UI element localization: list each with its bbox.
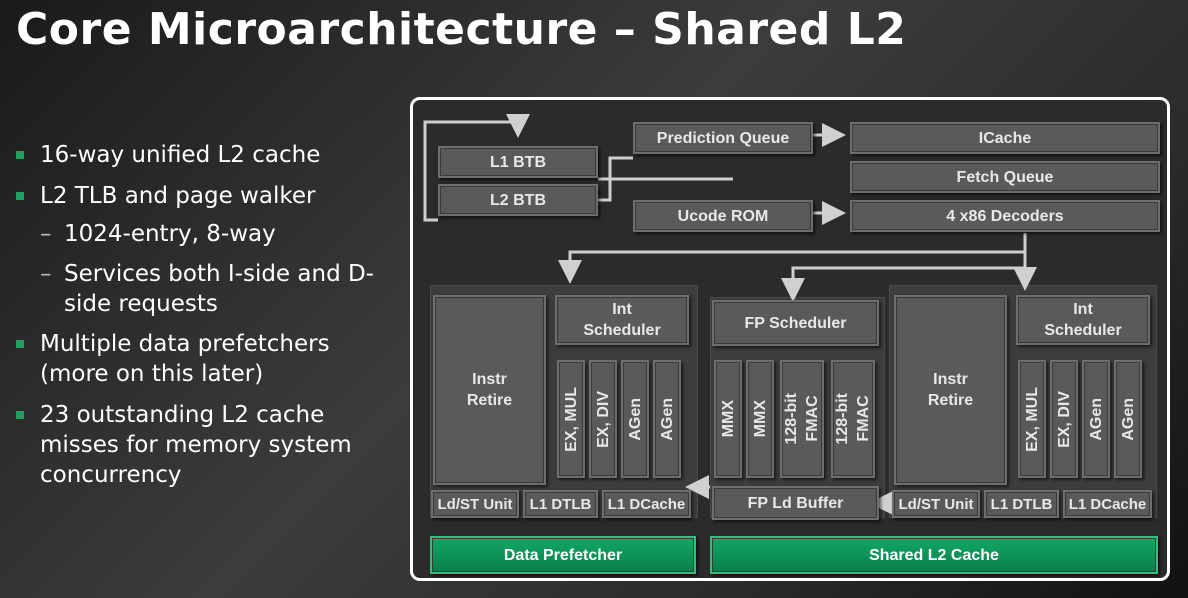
agen-unit: AGen (1082, 360, 1110, 478)
ex-mul-unit: EX, MUL (557, 360, 585, 478)
data-prefetcher-label: Data Prefetcher (503, 546, 623, 564)
ldst-unit-label: Ld/ST Unit (898, 495, 974, 513)
decoders-label: 4 x86 Decoders (946, 207, 1064, 225)
l1-dtlb-block: L1 DTLB (523, 490, 598, 518)
bullet-item: 16-way unified L2 cache (16, 140, 396, 170)
instr-retire-label: Instr Retire (927, 371, 974, 409)
ex-mul-unit: EX, MUL (1018, 360, 1046, 478)
bullet-text: 23 outstanding L2 cache misses for memor… (40, 402, 352, 488)
ex-div-unit: EX, DIV (589, 360, 617, 478)
icache-block: ICache (850, 122, 1160, 154)
bullet-marker (16, 411, 24, 419)
unit-label: 128-bit FMAC (783, 393, 821, 445)
ldst-unit-block: Ld/ST Unit (892, 490, 980, 518)
unit-label: EX, MUL (1023, 386, 1041, 452)
agen-unit: AGen (653, 360, 681, 478)
int-scheduler-label: Int Scheduler (1044, 301, 1122, 339)
l2-btb-label: L2 BTB (490, 191, 546, 209)
unit-label: EX, DIV (1055, 390, 1073, 448)
l1-btb-label: L1 BTB (490, 153, 546, 171)
unit-label: AGen (658, 397, 676, 441)
data-prefetcher-bar: Data Prefetcher (430, 536, 696, 574)
sub-bullet-text: Services both I-side and D-side requests (64, 261, 374, 317)
microarchitecture-diagram: L1 BTB L2 BTB Prediction Queue Ucode ROM… (410, 97, 1170, 581)
unit-label: EX, DIV (594, 390, 612, 448)
bullet-item: 23 outstanding L2 cache misses for memor… (16, 400, 396, 490)
sub-bullet-item: –1024-entry, 8-way (16, 219, 396, 249)
fmac-unit: 128-bit FMAC (780, 360, 824, 478)
unit-label: EX, MUL (562, 386, 580, 452)
shared-l2-cache-bar: Shared L2 Cache (710, 536, 1158, 574)
slide-title: Core Microarchitecture – Shared L2 (16, 4, 907, 55)
sub-bullet-text: 1024-entry, 8-way (64, 221, 276, 247)
prediction-queue-block: Prediction Queue (633, 122, 813, 154)
l2-btb-block: L2 BTB (438, 184, 598, 216)
fmac-unit: 128-bit FMAC (831, 360, 875, 478)
ex-div-unit: EX, DIV (1050, 360, 1078, 478)
bullet-list: 16-way unified L2 cache L2 TLB and page … (16, 140, 396, 501)
unit-label: 128-bit FMAC (834, 393, 872, 445)
agen-unit: AGen (621, 360, 649, 478)
ldst-unit-label: Ld/ST Unit (437, 495, 513, 513)
l1-dtlb-label: L1 DTLB (529, 495, 592, 513)
int-scheduler-block: Int Scheduler (555, 295, 689, 345)
decoders-block: 4 x86 Decoders (850, 200, 1160, 232)
fp-scheduler-block: FP Scheduler (712, 300, 879, 346)
unit-label: MMX (719, 400, 737, 438)
l1-dtlb-label: L1 DTLB (990, 495, 1053, 513)
bullet-text: Multiple data prefetchers (more on this … (40, 331, 330, 387)
fetch-queue-block: Fetch Queue (850, 161, 1160, 193)
instr-retire-block: Instr Retire (433, 295, 546, 485)
ucode-rom-block: Ucode ROM (633, 200, 813, 232)
prediction-queue-label: Prediction Queue (656, 129, 790, 147)
unit-label: AGen (1087, 397, 1105, 441)
bullet-marker (16, 192, 24, 200)
l1-dcache-label: L1 DCache (1068, 495, 1147, 513)
bullet-text: 16-way unified L2 cache (40, 142, 321, 168)
bullet-marker (16, 340, 24, 348)
fp-scheduler-label: FP Scheduler (744, 314, 847, 332)
mmx-unit: MMX (714, 360, 742, 478)
bullet-item: Multiple data prefetchers (more on this … (16, 329, 396, 389)
fp-ld-buffer-label: FP Ld Buffer (747, 494, 844, 512)
bullet-marker (16, 151, 24, 159)
bullet-item: L2 TLB and page walker (16, 181, 396, 211)
fetch-queue-label: Fetch Queue (956, 168, 1054, 186)
l1-dcache-label: L1 DCache (607, 495, 686, 513)
int-scheduler-block: Int Scheduler (1016, 295, 1150, 345)
l1-dtlb-block: L1 DTLB (984, 490, 1059, 518)
ldst-unit-block: Ld/ST Unit (431, 490, 519, 518)
icache-label: ICache (978, 129, 1032, 147)
sub-bullet-dash: – (40, 261, 52, 287)
unit-label: MMX (751, 400, 769, 438)
unit-label: AGen (1119, 397, 1137, 441)
l1-btb-block: L1 BTB (438, 146, 598, 178)
shared-l2-cache-label: Shared L2 Cache (869, 546, 999, 564)
instr-retire-label: Instr Retire (466, 371, 513, 409)
fp-ld-buffer-block: FP Ld Buffer (712, 486, 879, 520)
int-scheduler-label: Int Scheduler (583, 301, 661, 339)
l1-dcache-block: L1 DCache (1063, 490, 1152, 518)
unit-label: AGen (626, 397, 644, 441)
bullet-text: L2 TLB and page walker (40, 183, 316, 209)
l1-dcache-block: L1 DCache (602, 490, 691, 518)
instr-retire-block: Instr Retire (894, 295, 1007, 485)
sub-bullet-dash: – (40, 221, 52, 247)
agen-unit: AGen (1114, 360, 1142, 478)
sub-bullet-item: –Services both I-side and D-side request… (16, 259, 396, 319)
ucode-rom-label: Ucode ROM (677, 207, 769, 225)
mmx-unit: MMX (746, 360, 774, 478)
